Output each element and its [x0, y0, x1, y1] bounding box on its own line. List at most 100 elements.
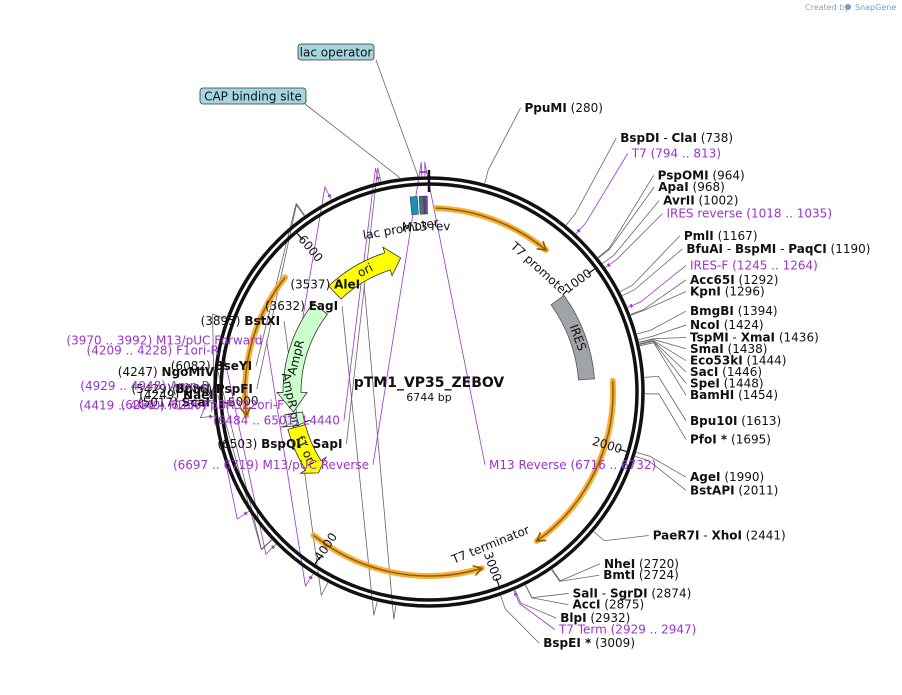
primer-label[interactable]: (4209 .. 4228) F1ori-R [87, 343, 219, 357]
site-position: (2932) [590, 611, 630, 625]
restriction-site-label[interactable]: NcoI (1424) [690, 318, 764, 332]
primer-range: (4419 .. 4440) [79, 398, 165, 412]
leader-line [630, 279, 687, 315]
restriction-site-label[interactable]: (6086) PspFI [172, 381, 253, 395]
primer-label[interactable]: (3970 .. 3992) M13/pUC Forward [66, 333, 262, 347]
ampr-promoter-feature[interactable] [281, 411, 311, 428]
leader-line [514, 589, 557, 619]
restriction-site-label[interactable]: SalI - SgrDI (2874) [573, 586, 692, 600]
restriction-site-label[interactable]: PmlI (1167) [684, 228, 758, 242]
restriction-site-label[interactable]: (4249) NaeI [139, 388, 213, 402]
primer-label[interactable]: IRES-F (1245 .. 1264) [690, 258, 818, 272]
feature-label: ori [355, 260, 375, 280]
leader-line [593, 531, 649, 542]
restriction-site-label[interactable]: NheI (2720) [604, 556, 679, 570]
tick-label: 6000 [295, 232, 325, 264]
restriction-site-label[interactable]: Acc65I (1292) [690, 272, 778, 286]
site-position: (5429) [132, 381, 172, 395]
primer-label[interactable]: (6484 .. 6501) L4440 [213, 413, 340, 427]
restriction-site-label[interactable]: AgeI (1990) [690, 470, 764, 484]
restriction-site-label[interactable]: (3895) BstXI [201, 314, 280, 328]
site-labels[interactable]: PpuMI (280) BspDI - ClaI (738)T7 (794 .. … [66, 43, 870, 650]
restriction-site-label[interactable]: BspEI * (3009) [543, 636, 635, 650]
leader-line [630, 291, 687, 316]
site-name: PspOMI [658, 168, 709, 182]
restriction-site-label[interactable]: (5429) BpmI [132, 381, 210, 395]
restriction-site-label[interactable]: (3632) EagI [265, 299, 338, 313]
restriction-site-label[interactable]: KpnI (1296) [690, 284, 765, 298]
primer-label[interactable]: T7 (794 .. 813) [631, 146, 721, 160]
svg-text:(4249) NaeI: (4249) NaeI [139, 388, 213, 402]
restriction-site-label[interactable]: SpeI (1448) [690, 376, 764, 390]
leader-line [644, 375, 687, 421]
snapgene-brand[interactable]: SnapGene [855, 3, 896, 12]
restriction-site-label[interactable]: BstAPI (2011) [690, 483, 778, 497]
site-name: NaeI [183, 388, 214, 402]
ires-feature[interactable] [550, 294, 595, 381]
restriction-site-label[interactable]: PaeR7I - XhoI (2441) [653, 528, 786, 542]
primer-label[interactable]: IRES reverse (1018 .. 1035) [666, 206, 832, 220]
ori-feature[interactable] [328, 246, 402, 300]
svg-text:Eco53kI (1444): Eco53kI (1444) [690, 353, 786, 367]
primer-binding-mark [308, 575, 313, 580]
restriction-site-label[interactable]: TspMI - XmaI (1436) [690, 330, 819, 344]
primer-label[interactable]: T7 Term (2929 .. 2947) [558, 622, 696, 636]
tick-label: 5000 [228, 394, 259, 410]
primer-label[interactable]: (4419 .. 4440) F1ori-F [79, 398, 210, 412]
restriction-site-label[interactable]: AccI (2875) [572, 597, 644, 611]
restriction-site-label[interactable]: BmtI (2724) [603, 568, 679, 582]
restriction-site-label[interactable]: SmaI (1438) [690, 341, 767, 355]
restriction-site-label[interactable]: SacI (1446) [690, 365, 762, 379]
primer-label[interactable]: (6697 .. 6719) M13/pUC Reverse [173, 457, 369, 471]
restriction-site-label[interactable]: ApaI (968) [658, 179, 725, 193]
restriction-site-label[interactable]: Eco53kI (1444) [690, 353, 786, 367]
primer-name: L4440 [303, 413, 340, 427]
restriction-site-label[interactable]: (5017) ScaI [138, 395, 210, 409]
restriction-site-label[interactable]: PfoI * (1695) [690, 432, 771, 446]
ampr-feature[interactable] [276, 302, 328, 413]
restriction-site-label[interactable]: PspOMI (964) [658, 168, 745, 182]
site-position: (2441) [746, 528, 786, 542]
leader-line [565, 138, 617, 226]
svg-text:Bpu10I (1613): Bpu10I (1613) [690, 413, 781, 427]
svg-text:AvrII (1002): AvrII (1002) [663, 193, 738, 207]
site-name: SgrDI [610, 586, 648, 600]
site-position: (738) [701, 131, 733, 145]
restriction-site-label[interactable]: (4247) NgoMIV [118, 364, 215, 378]
leader-line [484, 107, 521, 184]
cap-binding-site-box[interactable]: CAP binding site [199, 87, 307, 105]
restriction-site-label[interactable]: PpuMI (280) [525, 101, 603, 115]
restriction-site-label[interactable]: BlpI (2932) [560, 611, 630, 625]
restriction-site-label[interactable]: (6082) BseYI [171, 358, 252, 372]
svg-text:IRES-F (1245 .. 1264): IRES-F (1245 .. 1264) [690, 258, 818, 272]
restriction-site-label[interactable]: Bpu10I (1613) [690, 413, 781, 427]
site-name: SalI [573, 586, 598, 600]
plasmid-name: pTM1_VP35_ZEBOV [354, 375, 505, 391]
restriction-site-label[interactable]: (3537) AleI [290, 277, 360, 291]
plasmid-length: 6744 bp [406, 391, 451, 404]
primer-label[interactable]: (6231 .. 6250) pBR322ori-F [121, 398, 285, 412]
restriction-site-label[interactable]: (6503) BspQI - SapI [217, 436, 342, 450]
restriction-site-label[interactable]: BamHI (1454) [690, 388, 778, 402]
restriction-site-label[interactable]: AvrII (1002) [663, 193, 738, 207]
f1-ori-feature[interactable] [287, 424, 327, 474]
primer-label[interactable]: (4929 .. 4948) Amp-R [80, 379, 210, 393]
primer-name: IRES reverse [666, 206, 742, 220]
site-name: XmaI [741, 330, 775, 344]
svg-text:Acc65I (1292): Acc65I (1292) [690, 272, 778, 286]
site-position: (280) [571, 101, 603, 115]
leader-line [551, 563, 601, 582]
tick-mark [296, 233, 303, 241]
restriction-site-label[interactable]: BmgBI (1394) [690, 304, 778, 318]
site-position: (1436) [779, 330, 819, 344]
lac-operator-box[interactable]: lac operator [297, 43, 375, 61]
restriction-site-label[interactable]: BfuAI - BspMI - PaqCI (1190) [686, 241, 870, 255]
primer-range: (3970 .. 3992) [66, 333, 152, 347]
primer-label[interactable]: M13 Reverse (6716 .. 6732) [489, 457, 656, 471]
svg-text:BamHI (1454): BamHI (1454) [690, 388, 778, 402]
restriction-site-label[interactable]: BspDI - ClaI (738) [620, 131, 733, 145]
orf-arrowhead [472, 565, 484, 576]
svg-text:SmaI (1438): SmaI (1438) [690, 341, 767, 355]
